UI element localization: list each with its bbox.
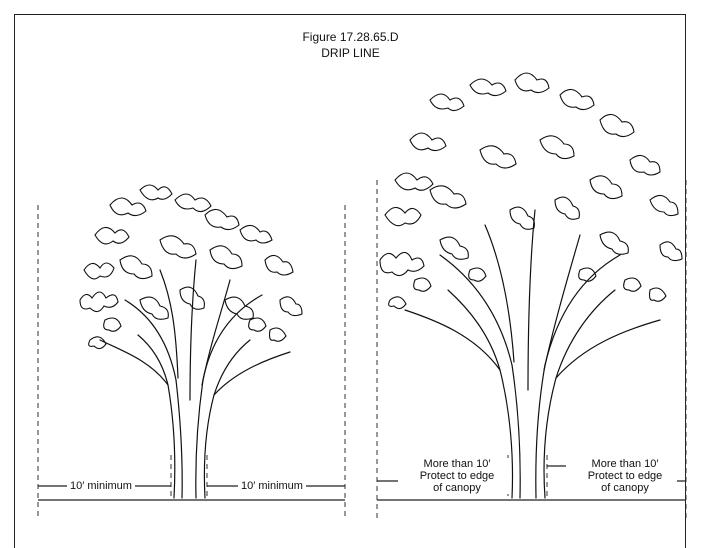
label-line: Protect to edge (587, 470, 663, 482)
label-line: Protect to edge (419, 470, 495, 482)
large-tree-left-dimension-label: More than 10′ Protect to edge of canopy (405, 458, 509, 494)
label-line: More than 10′ (423, 458, 491, 470)
small-tree-left-dimension-label: 10′ minimum (67, 480, 135, 492)
large-tree-illustration (379, 72, 683, 499)
label-line: of canopy (433, 482, 481, 494)
label-line: More than 10′ (591, 458, 659, 470)
small-tree-right-dimension-label: 10′ minimum (238, 480, 306, 492)
large-tree-right-dimension-label: More than 10′ Protect to edge of canopy (573, 458, 677, 494)
small-tree-illustration (79, 184, 303, 499)
label-line: of canopy (601, 482, 649, 494)
figure-number: Figure 17.28.65.D (302, 30, 399, 44)
figure-title: DRIP LINE (321, 46, 380, 60)
